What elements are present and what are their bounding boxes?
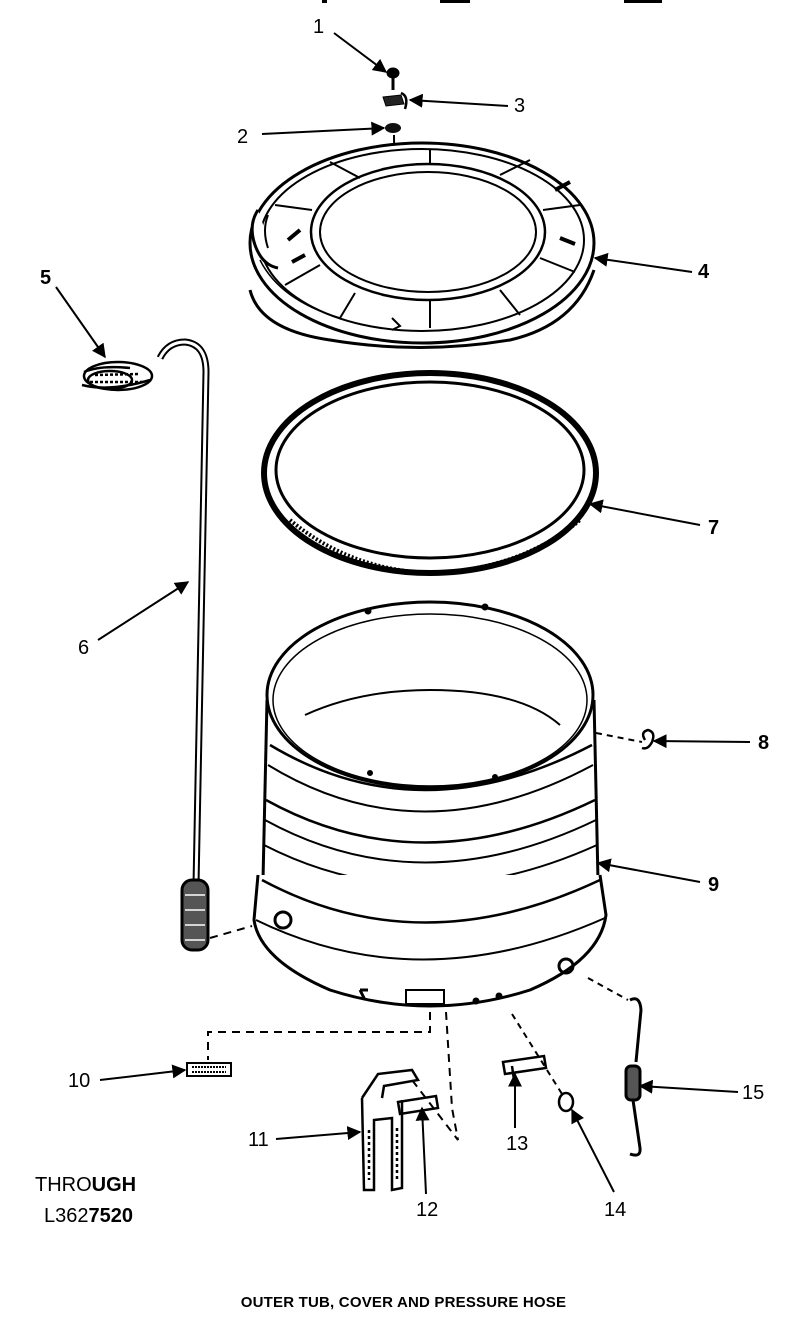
callout-1: 1 — [313, 16, 325, 38]
part-1-screw — [386, 67, 400, 90]
note-serial-bold: 7520 — [88, 1205, 134, 1227]
assembly-line-hose — [209, 925, 253, 939]
assembly-line-15 — [587, 977, 629, 1001]
callout-15: 15 — [742, 1082, 765, 1104]
callout-12: 12 — [416, 1199, 439, 1221]
note-through-bold: UGH — [91, 1174, 137, 1196]
callout-14: 14 — [604, 1199, 627, 1221]
assembly-line-8 — [595, 732, 643, 743]
cropped-header-marks — [322, 0, 662, 3]
callout-5: 5 — [40, 267, 52, 289]
part-5-hose-clamp — [81, 360, 154, 392]
callout-2: 2 — [237, 126, 249, 148]
callout-9: 9 — [708, 874, 720, 896]
callout-11: 11 — [248, 1129, 269, 1151]
part-2-washer — [385, 123, 401, 133]
callout-4: 4 — [698, 261, 710, 283]
part-14-grommet — [557, 1091, 575, 1113]
callout-7: 7 — [708, 517, 720, 539]
part-4-tub-cover — [248, 141, 596, 349]
assembly-line-14 — [511, 1013, 563, 1095]
assembly-line-10 — [207, 1012, 431, 1060]
part-11-bracket — [360, 1068, 421, 1192]
callout-3: 3 — [514, 95, 526, 117]
part-7-gasket-ring — [261, 370, 599, 576]
callout-6: 6 — [78, 637, 90, 659]
callout-13: 13 — [506, 1133, 529, 1155]
assembly-line-11 — [411, 1011, 459, 1141]
callout-10: 10 — [68, 1070, 91, 1092]
callout-8: 8 — [758, 732, 770, 754]
part-12-plate — [396, 1094, 440, 1116]
serial-range-note: THROUGH L3627520 — [35, 1174, 136, 1227]
part-3-clip — [382, 91, 408, 110]
part-13-bracket — [501, 1054, 548, 1081]
part-6-pressure-hose — [156, 338, 210, 952]
leader-lines — [55, 32, 751, 1195]
note-serial-normal: L362 — [44, 1205, 89, 1227]
part-8-clip — [641, 728, 655, 750]
part-15-spring — [624, 997, 643, 1157]
note-through-normal: THRO — [35, 1174, 92, 1196]
part-9-outer-tub — [252, 600, 608, 1008]
diagram-caption: OUTER TUB, COVER AND PRESSURE HOSE — [240, 1294, 567, 1311]
part-10-label — [186, 1062, 232, 1077]
